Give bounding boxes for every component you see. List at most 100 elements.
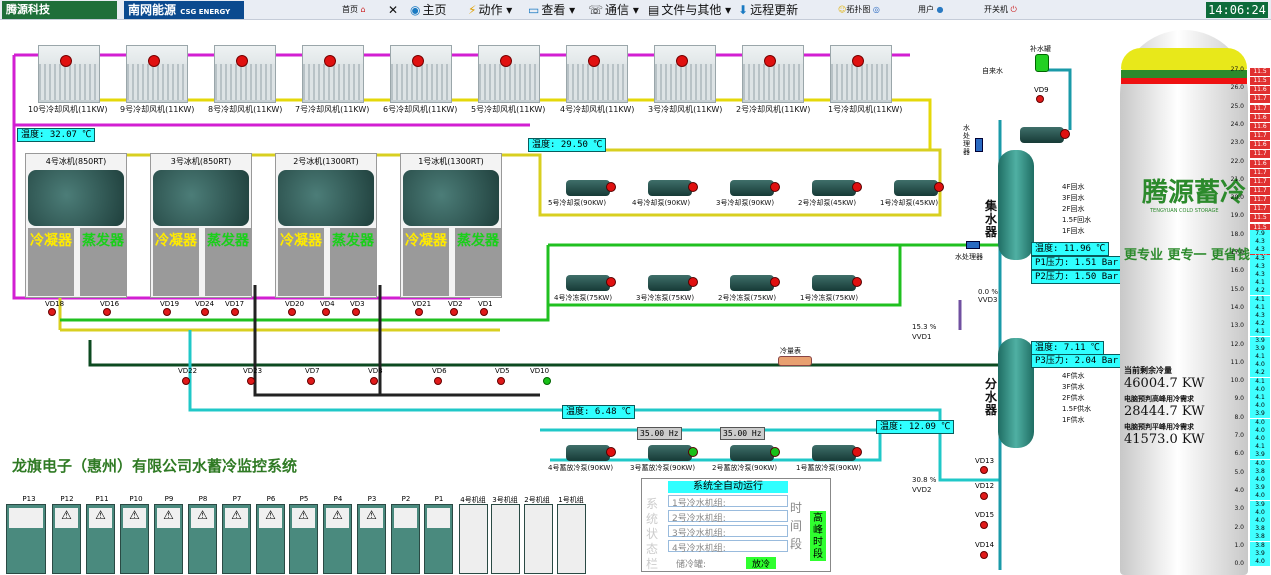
panel-p5[interactable]: ⚠	[289, 504, 318, 574]
chill-pump-1[interactable]	[812, 271, 870, 293]
panel-p7[interactable]: ⚠	[222, 504, 251, 574]
fan-4[interactable]	[558, 45, 634, 105]
cooling-pump-2[interactable]	[812, 176, 870, 198]
fan-1[interactable]	[822, 45, 898, 105]
fan-6[interactable]	[382, 45, 458, 105]
unit-panel-label: 1号机组	[558, 496, 584, 504]
valve-vd4[interactable]	[322, 308, 330, 316]
unit-panel-2[interactable]	[524, 504, 553, 574]
scale-tick: 25.0	[1230, 102, 1244, 110]
valve-vd24[interactable]	[201, 308, 209, 316]
valve-vd3[interactable]	[352, 308, 360, 316]
valve-vd9[interactable]	[1036, 95, 1044, 103]
view-menu[interactable]: ▭查看 ▾	[528, 3, 576, 17]
makeup-pump[interactable]	[1020, 123, 1072, 145]
chiller-3[interactable]: 3号冰机(850RT)冷凝器蒸发器	[150, 153, 252, 298]
discharge-pump-1[interactable]	[812, 441, 870, 463]
panel-p9[interactable]: ⚠	[154, 504, 183, 574]
fan-5[interactable]	[470, 45, 546, 105]
chill-pump-2[interactable]	[730, 271, 788, 293]
file-label: 文件与其他	[661, 3, 722, 17]
valve-vd18[interactable]	[48, 308, 56, 316]
fan-9[interactable]	[118, 45, 194, 105]
chiller-1[interactable]: 1号冰机(1300RT)冷凝器蒸发器	[400, 153, 502, 298]
topology-button[interactable]: ☺拓扑图 ◎	[838, 2, 880, 18]
chill-pump-4[interactable]	[566, 271, 624, 293]
valve-vd23[interactable]	[247, 377, 255, 385]
valve-vd5[interactable]	[497, 377, 505, 385]
cooling-pump-1[interactable]	[894, 176, 952, 198]
valve-vd10[interactable]	[543, 377, 551, 385]
tank-temp-cyan: 4.0	[1250, 492, 1270, 501]
main-page-button[interactable]: ◉主页	[410, 2, 447, 18]
panel-p2[interactable]	[391, 504, 420, 574]
panel-p12[interactable]: ⚠	[52, 504, 81, 574]
tank-temp-red: 11.6	[1250, 159, 1270, 168]
discharge-pump-2[interactable]	[730, 441, 788, 463]
valve-vd15[interactable]	[980, 521, 988, 529]
makeup-tank[interactable]	[1035, 54, 1049, 72]
panel-p3[interactable]: ⚠	[357, 504, 386, 574]
close-button[interactable]: ✕	[388, 2, 398, 18]
chill-pump-3[interactable]	[648, 271, 706, 293]
water-treatment-2[interactable]	[966, 241, 980, 249]
panel-p13[interactable]	[6, 504, 46, 574]
temp-cooling-return: 温度: 32.07 ℃	[17, 128, 96, 142]
action-menu[interactable]: ⚡动作 ▾	[468, 3, 513, 17]
close-icon: ✕	[388, 3, 399, 17]
unit-panel-4[interactable]	[459, 504, 488, 574]
panel-p8[interactable]: ⚠	[188, 504, 217, 574]
chiller-name: 3号冰机(850RT)	[170, 157, 232, 166]
valve-vd22[interactable]	[182, 377, 190, 385]
water-treatment-1[interactable]	[975, 138, 983, 152]
valve-vd8[interactable]	[370, 377, 378, 385]
fan-7[interactable]	[294, 45, 370, 105]
fan-2[interactable]	[734, 45, 810, 105]
valve-vd21[interactable]	[415, 308, 423, 316]
unit-panel-3[interactable]	[491, 504, 520, 574]
valve-vd19[interactable]	[163, 308, 171, 316]
panel-p6[interactable]: ⚠	[256, 504, 285, 574]
scale-tick: 12.0	[1230, 340, 1244, 348]
home-button[interactable]: 首页 ⌂	[342, 2, 366, 18]
power-button[interactable]: 开关机 ⏻	[984, 2, 1017, 18]
valve-vd20[interactable]	[288, 308, 296, 316]
cooling-pump-3[interactable]	[730, 176, 788, 198]
panel-p11[interactable]: ⚠	[86, 504, 115, 574]
valve-vd7[interactable]	[307, 377, 315, 385]
fan-3[interactable]	[646, 45, 722, 105]
valve-vd6[interactable]	[434, 377, 442, 385]
status-mode: 系统全自动运行	[668, 481, 788, 493]
panel-p10[interactable]: ⚠	[120, 504, 149, 574]
valve-vd2[interactable]	[450, 308, 458, 316]
chiller-4[interactable]: 4号冰机(850RT)冷凝器蒸发器	[25, 153, 127, 298]
valve-vd17[interactable]	[231, 308, 239, 316]
valve-vd14[interactable]	[980, 551, 988, 559]
tank-temp-cyan: 4.0	[1250, 418, 1270, 427]
status-panel: 系统状态栏 系统全自动运行 1号冷水机组: 2号冷水机组: 3号冷水机组: 4号…	[641, 478, 831, 572]
panel-p1[interactable]	[424, 504, 453, 574]
cold-meter[interactable]	[778, 356, 812, 366]
chiller-2[interactable]: 2号冰机(1300RT)冷凝器蒸发器	[275, 153, 377, 298]
warning-icon: ⚠	[360, 508, 383, 528]
valve-vd1[interactable]	[480, 308, 488, 316]
fan-status-icon	[324, 55, 336, 67]
discharge-pump-3[interactable]	[648, 441, 706, 463]
comm-menu[interactable]: ☏通信 ▾	[588, 3, 639, 17]
tank-temp-red: 11.6	[1250, 113, 1270, 122]
cooling-pump-5[interactable]	[566, 176, 624, 198]
discharge-pump-4[interactable]	[566, 441, 624, 463]
pump-label: 2号冷冻泵(75KW)	[718, 294, 777, 302]
panel-p4[interactable]: ⚠	[323, 504, 352, 574]
user-button[interactable]: 用户 ●	[918, 2, 944, 18]
unit-panel-1[interactable]	[557, 504, 586, 574]
fan-10[interactable]	[30, 45, 106, 105]
remote-update-button[interactable]: ⬇远程更新	[738, 2, 798, 18]
valve-vd13[interactable]	[980, 466, 988, 474]
fan-8[interactable]	[206, 45, 282, 105]
valve-vd12[interactable]	[980, 492, 988, 500]
file-menu[interactable]: ▤文件与其他 ▾	[648, 3, 732, 17]
cooling-pump-4[interactable]	[648, 176, 706, 198]
scale-tick: 20.0	[1230, 194, 1244, 202]
valve-vd16[interactable]	[103, 308, 111, 316]
